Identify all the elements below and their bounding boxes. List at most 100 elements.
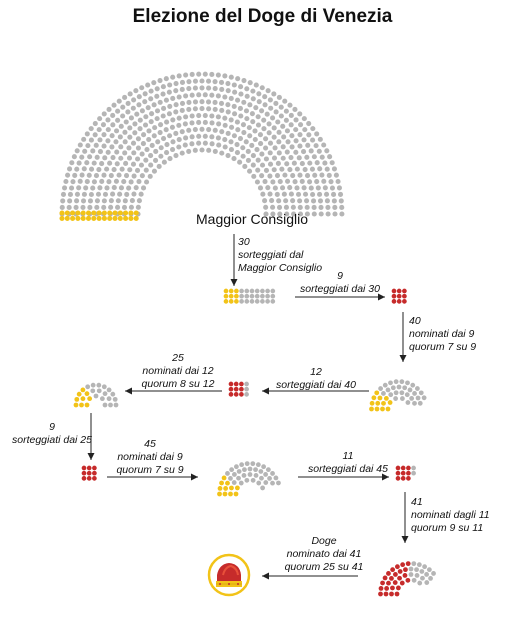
council-seat [212,79,218,85]
council-seat [299,178,305,184]
council-seat [146,136,152,143]
group-45-dot [241,473,247,478]
council-seat [336,185,343,191]
council-seat [151,102,157,108]
group-40-dot [412,391,417,396]
council-seat [250,88,256,94]
council-seat [216,121,222,127]
group-41-dot [394,591,400,597]
group-45-dot [265,467,271,473]
council-seat-selected [75,210,81,216]
council-seat [160,91,166,97]
council-seat [79,172,85,178]
council-seat [122,198,128,204]
council-seat [255,122,262,128]
council-seat [167,156,173,162]
council-seat [72,172,78,178]
group-40-dot [410,382,416,388]
council-seat [154,93,160,99]
council-seat [261,126,267,132]
group-40-dot [409,395,415,401]
council-seat [101,172,107,178]
group-9a-dot [396,293,402,299]
council-seat [176,115,182,121]
council-seat [192,78,199,84]
council-seat [118,144,124,150]
council-seat [289,144,295,150]
council-seat-selected [80,210,86,216]
council-seat [264,111,270,117]
council-seat [126,185,132,191]
group-40-dot [393,390,399,396]
council-seat [234,150,240,156]
chamber-label: Maggior Consiglio [196,211,309,227]
council-seat [110,191,116,197]
council-seat [255,114,261,120]
group-41-dot [397,575,402,581]
group-30-dot [234,288,239,294]
council-seat [218,79,225,85]
council-seat-selected [133,215,139,221]
council-seat [271,134,277,140]
council-seat [290,198,296,204]
council-seat [137,117,143,123]
council-seat-selected [107,210,113,216]
council-seat [105,117,111,123]
group-30-dot [223,288,229,294]
council-seat [262,94,268,100]
group-9a-dot [391,293,397,299]
council-seat [183,72,189,78]
group-9b-dot [86,470,92,476]
group-41-dot [426,567,432,573]
council-seat [202,119,208,126]
council-seat [288,154,294,161]
council-seat [111,167,117,173]
council-seat [138,191,144,197]
council-seat [293,149,299,155]
council-seat [283,117,289,123]
council-seat [133,185,139,191]
council-seat-selected [96,215,102,221]
group-9b-dot [81,470,87,476]
group-41-dot [384,586,390,591]
group-40-dot [378,386,383,391]
group-41-dot [390,585,395,591]
council-seat [338,198,344,204]
group-45-dot [231,480,237,485]
group-12-dot [244,386,249,392]
council-seat [105,149,111,155]
flow-arrows [87,234,409,580]
council-seat [97,149,103,155]
council-seat [325,211,331,217]
council-seat [189,92,195,98]
council-seat [144,179,150,185]
council-seat-selected [91,215,97,221]
group-30-dot [223,293,229,299]
council-seat [287,185,293,191]
council-seat [148,162,154,168]
council-seat [189,113,195,119]
arrow-8-head [382,473,389,481]
council-seat [247,168,253,174]
council-seat [82,148,88,154]
group-40-dot [381,400,386,406]
group-41-dot [419,569,425,574]
council-seat [232,89,238,95]
council-seat [161,135,167,142]
council-seat [278,104,284,110]
council-seat [225,152,231,159]
council-seat [157,122,164,128]
group-9a-dot [391,299,397,304]
council-seat [117,134,123,140]
council-seat [69,160,75,166]
council-seat [310,137,316,143]
council-seat [105,138,111,144]
council-seat [266,130,272,136]
council-seat [253,82,259,88]
council-seat [332,211,338,217]
council-seat [154,108,161,114]
group-9a-dot [396,288,402,294]
council-seat [196,113,202,119]
group-25-dot [110,391,116,397]
